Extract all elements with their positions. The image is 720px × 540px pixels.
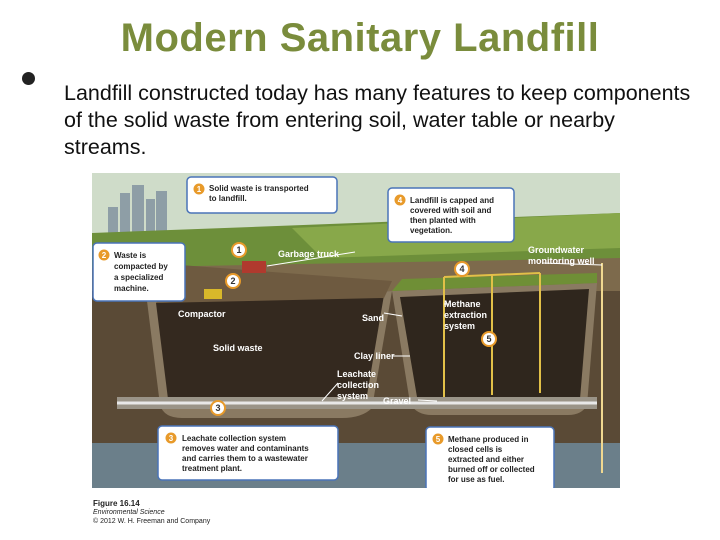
callout-1-line-1: Solid waste is transported (209, 184, 309, 193)
svg-text:1: 1 (236, 245, 241, 255)
callout-3-line-2: removes water and contaminants (182, 444, 309, 453)
callout-3-line-1: Leachate collection system (182, 434, 286, 443)
slide-title: Modern Sanitary Landfill (120, 16, 600, 60)
callout-2-line-4: machine. (114, 284, 149, 293)
callout-4-line-3: then planted with (410, 216, 476, 225)
label-groundwater-1: Groundwater (528, 245, 585, 255)
label-leachate-3: system (337, 391, 368, 401)
garbage-truck-icon (242, 261, 266, 273)
callout-4-line-4: vegetation. (410, 226, 452, 235)
callout-3-line-3: and carries them to a wastewater (182, 454, 308, 463)
marker-1: 1 (231, 242, 247, 258)
callout-3-num: 3 (169, 434, 174, 443)
bullet-text: Landfill constructed today has many feat… (64, 81, 691, 159)
callout-4: 4 Landfill is capped and covered with so… (387, 187, 515, 243)
label-sand: Sand (362, 313, 384, 323)
svg-text:3: 3 (215, 403, 220, 413)
svg-text:4: 4 (459, 264, 464, 274)
figure-caption: Figure 16.14 Environmental Science © 201… (93, 499, 210, 526)
svg-text:2: 2 (230, 276, 235, 286)
callout-3: 3 Leachate collection system removes wat… (157, 425, 339, 481)
figure-copyright: © 2012 W. H. Freeman and Company (93, 518, 211, 525)
callout-2-line-1: Waste is (114, 251, 147, 260)
bullet-dot (22, 72, 35, 85)
marker-3: 3 (210, 400, 226, 416)
solid-waste-left (156, 295, 384, 409)
callout-4-line-1: Landfill is capped and (410, 196, 494, 205)
label-garbage-truck: Garbage truck (278, 249, 340, 259)
callout-2-line-2: compacted by (114, 262, 168, 271)
callout-5-line-1: Methane produced in (448, 435, 529, 444)
figure-book: Environmental Science (93, 509, 165, 516)
label-gravel: Gravel (383, 396, 411, 406)
solid-waste-right (400, 289, 589, 406)
label-compactor: Compactor (178, 309, 226, 319)
callout-5-line-2: closed cells is (448, 445, 503, 454)
callout-4-num: 4 (398, 196, 403, 205)
label-methane-1: Methane (444, 299, 481, 309)
marker-5: 5 (481, 331, 497, 347)
label-methane-3: system (444, 321, 475, 331)
callout-5: 5 Methane produced in closed cells is ex… (425, 426, 555, 488)
label-methane-2: extraction (444, 310, 487, 320)
callout-2-line-3: a specialized (114, 273, 163, 282)
callout-3-line-4: treatment plant. (182, 464, 242, 473)
marker-4: 4 (454, 261, 470, 277)
callout-5-line-3: extracted and either (448, 455, 524, 464)
leader-lines (266, 251, 603, 402)
callout-1-num: 1 (197, 185, 202, 194)
label-clay-liner: Clay liner (354, 351, 395, 361)
callout-5-line-5: for use as fuel. (448, 475, 504, 484)
callout-5-line-4: burned off or collected (448, 465, 535, 474)
callout-2-num: 2 (102, 251, 107, 260)
figure-number: Figure 16.14 (93, 499, 140, 508)
label-leachate-1: Leachate (337, 369, 376, 379)
marker-2: 2 (225, 273, 241, 289)
label-groundwater-2: monitoring well (528, 256, 595, 266)
label-solid-waste: Solid waste (213, 343, 263, 353)
compactor-icon (204, 289, 222, 299)
callout-1: 1 Solid waste is transported to landfill… (186, 176, 338, 214)
landfill-diagram: 1 Solid waste is transported to landfill… (92, 173, 620, 488)
label-leachate-2: collection (337, 380, 379, 390)
callout-1-line-2: to landfill. (209, 194, 247, 203)
callout-5-num: 5 (436, 435, 441, 444)
callout-2: 2 Waste is compacted by a specialized ma… (92, 242, 186, 302)
city-skyline (108, 185, 167, 238)
svg-text:5: 5 (486, 334, 491, 344)
callout-4-line-2: covered with soil and (410, 206, 491, 215)
